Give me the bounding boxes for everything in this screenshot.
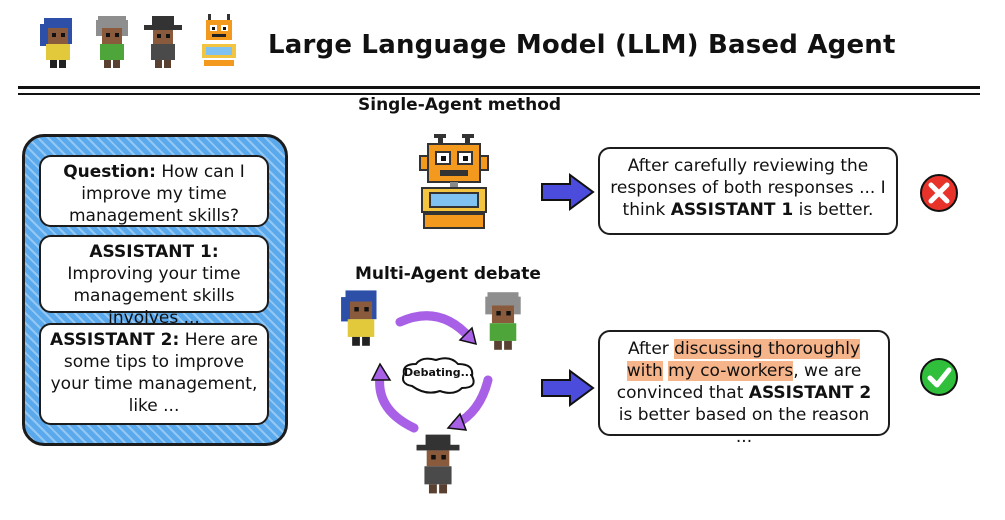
single-agent-heading: Single-Agent method — [358, 95, 562, 115]
multi-agent-response: After discussing thoroughly with my co-w… — [598, 330, 890, 447]
assistant2-card: ASSISTANT 2: Here are some tips to impro… — [39, 323, 269, 425]
debater-gray-hair-icon — [485, 292, 521, 350]
divider-line-secondary — [18, 93, 980, 95]
assistant1-card: ASSISTANT 1: Improving your time managem… — [39, 235, 269, 328]
single-response-end: is better. — [793, 200, 874, 220]
multi-response-mid: , we are convinced that — [616, 361, 862, 403]
agent-avatar-hat-icon — [144, 16, 182, 68]
wrong-x-icon — [920, 174, 958, 212]
debate-label: Debating... — [404, 366, 474, 379]
debate-cloud-icon — [402, 357, 475, 394]
assistant1-text: Improving your time management skills in… — [67, 264, 241, 328]
debate-cycle-arrows-icon — [370, 311, 493, 433]
question-label: Question: — [63, 162, 156, 182]
multi-response-end: is better based on the reason ... — [618, 405, 870, 447]
assistant2-label: ASSISTANT 2: — [50, 330, 180, 350]
correct-check-icon — [920, 358, 958, 396]
multi-agent-heading: Multi-Agent debate — [355, 264, 541, 284]
debater-hat-icon — [416, 434, 460, 494]
multi-response-text: After — [627, 339, 675, 359]
divider-line — [18, 86, 980, 89]
input-panel: Question: How can I improve my time mana… — [22, 134, 288, 446]
debater-blue-hair-icon — [341, 290, 377, 346]
single-response-text: After carefully reviewing the responses … — [610, 156, 886, 220]
assistant2-text: Here are some tips to improve your time … — [50, 330, 258, 416]
single-agent-response: After carefully reviewing the responses … — [598, 147, 898, 235]
agent-avatar-gray-hair-icon — [96, 16, 128, 68]
question-text: How can I improve my time management ski… — [68, 162, 245, 226]
agent-avatar-blue-hair-icon — [40, 18, 72, 68]
single-agent-robot-icon — [419, 134, 489, 229]
single-result-arrow-icon — [541, 173, 595, 211]
single-response-bold: ASSISTANT 1 — [670, 200, 794, 220]
multi-response-bold: ASSISTANT 2 — [748, 383, 872, 403]
robot-icon — [202, 14, 236, 66]
assistant1-label: ASSISTANT 1: — [89, 242, 219, 262]
multi-result-arrow-icon — [541, 369, 595, 407]
question-card: Question: How can I improve my time mana… — [39, 155, 269, 227]
page-title: Large Language Model (LLM) Based Agent — [268, 30, 896, 60]
multi-response-highlight-2: my co-workers — [668, 361, 794, 381]
